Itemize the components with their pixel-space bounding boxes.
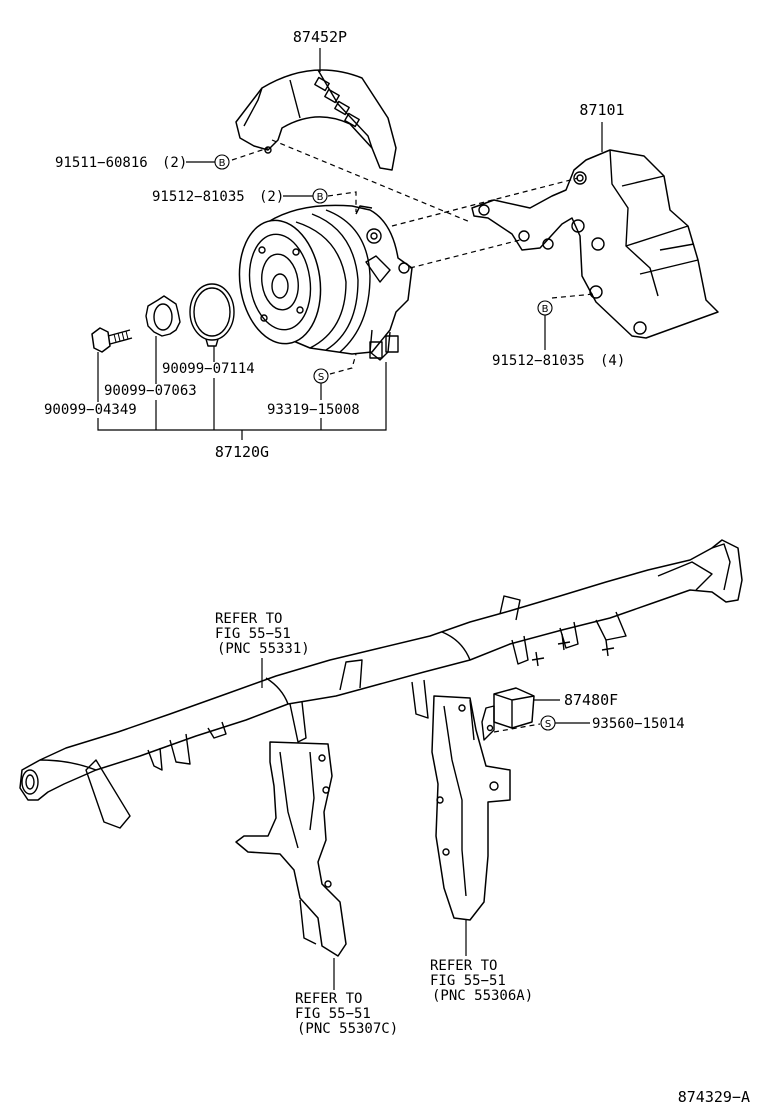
svg-text:FIG 55−51: FIG 55−51 <box>295 1006 371 1022</box>
part-instrument-panel-reinforcement <box>19 539 743 829</box>
svg-text:REFER TO: REFER TO <box>430 958 497 974</box>
part-tube-bolts <box>531 633 615 667</box>
callout-87101: 87101 <box>579 101 624 119</box>
leader-93319 <box>329 353 357 375</box>
svg-text:B: B <box>542 304 549 315</box>
bolt-symbol-b <box>214 154 230 170</box>
part-shim <box>145 295 181 337</box>
callout-91511-60816: 91511−60816 <box>55 155 148 171</box>
callout-90099-07114: 90099−07114 <box>162 361 255 377</box>
part-87452p-shield <box>235 69 397 171</box>
callout-87480f: 87480F <box>564 691 618 709</box>
svg-text:(PNC 55307C): (PNC 55307C) <box>297 1021 398 1037</box>
callout-90099-04349: 90099−04349 <box>44 402 137 418</box>
svg-text:FIG 55−51: FIG 55−51 <box>215 626 291 642</box>
callout-91511-qty: (2) <box>162 155 187 171</box>
reference-note-55306a: REFER TO FIG 55−51 (PNC 55306A) <box>430 958 533 1004</box>
callout-93560-15014: 93560−15014 <box>592 716 685 732</box>
part-relay-87480f <box>481 687 535 741</box>
part-brace-55307c <box>235 741 347 957</box>
leader-91511 <box>231 147 269 161</box>
leader-91512b <box>551 293 595 299</box>
svg-text:FIG 55−51: FIG 55−51 <box>430 973 506 989</box>
leader-compressor-87101b <box>409 239 521 269</box>
leader-91512a <box>327 191 357 212</box>
part-snap-ring <box>189 283 235 347</box>
part-compressor <box>238 204 413 361</box>
callout-93319-15008: 93319−15008 <box>267 402 360 418</box>
svg-text:B: B <box>219 158 226 169</box>
bolt-symbol-b <box>312 188 328 204</box>
callout-91512-qty-b: (4) <box>600 353 625 369</box>
svg-text:S: S <box>318 372 324 383</box>
svg-text:REFER TO: REFER TO <box>215 611 282 627</box>
callout-87452p: 87452P <box>293 28 347 46</box>
svg-text:(PNC 55306A): (PNC 55306A) <box>432 988 533 1004</box>
svg-text:S: S <box>545 719 551 730</box>
reference-note-55331: REFER TO FIG 55−51 (PNC 55331) <box>215 611 310 657</box>
figure-id: 874329−A <box>678 1088 750 1106</box>
callout-90099-07063: 90099−07063 <box>104 383 197 399</box>
part-87101-bracket <box>471 149 719 339</box>
part-brace-55306a <box>431 695 511 921</box>
callout-91512-qty-a: (2) <box>259 189 284 205</box>
callout-91512-81035-b: 91512−81035 <box>492 353 585 369</box>
callout-87120g: 87120G <box>215 443 269 461</box>
callout-91512-81035-a: 91512−81035 <box>152 189 245 205</box>
svg-text:B: B <box>317 192 324 203</box>
part-bolt <box>91 327 133 353</box>
reference-note-55307c: REFER TO FIG 55−51 (PNC 55307C) <box>295 991 398 1037</box>
svg-text:REFER TO: REFER TO <box>295 991 362 1007</box>
svg-text:(PNC 55331): (PNC 55331) <box>217 641 310 657</box>
